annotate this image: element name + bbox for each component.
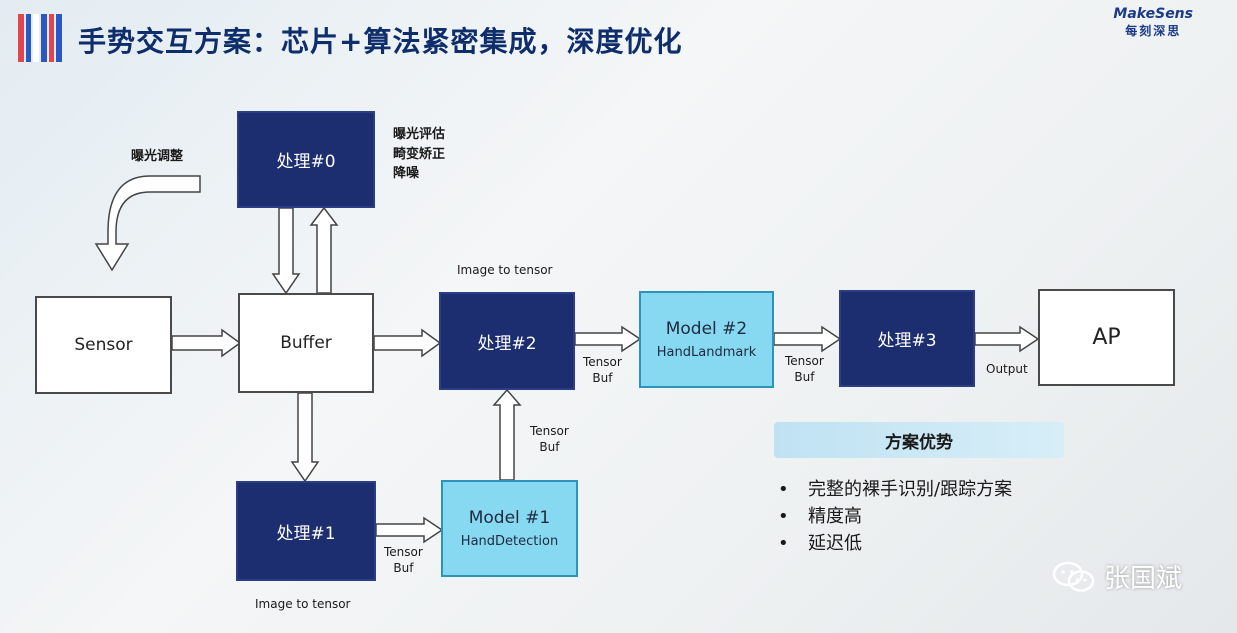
advantage-item: 完整的裸手识别/跟踪方案 (778, 476, 1012, 503)
arrow-sensor-to-buffer (171, 328, 242, 358)
buf-text: Buf (592, 371, 613, 386)
buffer-label: Buffer (280, 333, 332, 353)
exposure-adjust-label: 曝光调整 (131, 149, 184, 164)
proc0-label: 处理#0 (276, 152, 336, 172)
model2-title: Model #2 (665, 319, 748, 339)
proc2-label: 处理#2 (477, 333, 537, 354)
stripe (25, 14, 32, 62)
model2-subtitle: HandLandmark (656, 345, 757, 360)
image-to-tensor-bottom-label: Image to tensor (255, 597, 351, 611)
output-label: Output (986, 362, 1028, 376)
stripe (41, 14, 47, 62)
proc1-label: 处理#1 (276, 523, 336, 544)
watermark: 张国斌 (1052, 558, 1182, 595)
proc3-label: 处理#3 (877, 331, 937, 351)
tensor-buf-label-model2-proc3: Tensor Buf (785, 353, 824, 385)
arrow-proc2-to-model2 (574, 325, 642, 353)
sensor-box: Sensor (35, 296, 172, 394)
model2-box: Model #2 HandLandmark (639, 291, 774, 388)
logo-stripes (18, 14, 63, 62)
arrow-proc1-to-model1 (375, 516, 444, 544)
arrow-buffer-to-proc2 (373, 328, 442, 358)
proc0-note: 曝光评估 (393, 127, 446, 142)
tensor-text: Tensor (583, 355, 622, 369)
buf-text: Buf (794, 370, 815, 385)
proc0-notes: 曝光评估 畸变矫正 降噪 (393, 125, 445, 184)
proc0-note: 畸变矫正 (393, 146, 446, 162)
proc1-box: 处理#1 (236, 481, 376, 581)
exposure-feedback-arrow (94, 175, 201, 272)
brand-name-cn: 每刻深思 (1125, 24, 1182, 38)
image-to-tensor-top-label: Image to tensor (457, 263, 553, 277)
advantage-item: 延迟低 (778, 530, 1012, 557)
stripe (48, 14, 55, 62)
stripe (33, 14, 40, 62)
model1-box: Model #1 HandDetection (441, 480, 578, 577)
slide-title: 手势交互方案：芯片+算法紧密集成，深度优化 (78, 25, 683, 58)
wechat-icon (1052, 561, 1095, 592)
tensor-text: Tensor (530, 424, 569, 438)
arrow-model1-to-proc2 (492, 388, 522, 481)
sensor-label: Sensor (74, 335, 133, 355)
tensor-buf-label-proc2-model2: Tensor Buf (583, 354, 622, 386)
brand-name-en: MakeSens (1113, 6, 1193, 22)
buffer-box: Buffer (238, 293, 374, 393)
ap-label: AP (1092, 325, 1121, 350)
proc3-box: 处理#3 (839, 290, 975, 387)
arrow-buffer-to-proc1 (290, 392, 320, 483)
tensor-text: Tensor (785, 354, 824, 368)
tensor-text: Tensor (384, 545, 423, 559)
proc0-box: 处理#0 (237, 111, 375, 208)
proc0-note: 降噪 (393, 166, 420, 181)
arrow-proc0-to-buffer (271, 207, 301, 295)
watermark-text: 张国斌 (1104, 564, 1183, 594)
tensor-buf-label-model1-proc2: Tensor Buf (530, 423, 569, 455)
model1-subtitle: HandDetection (460, 534, 559, 549)
proc2-box: 处理#2 (439, 292, 575, 390)
advantages-heading: 方案优势 (774, 422, 1064, 458)
ap-box: AP (1038, 289, 1175, 386)
brand-logo: MakeSens 每刻深思 (1113, 6, 1193, 39)
buf-text: Buf (393, 561, 414, 576)
stripe (56, 14, 63, 62)
buf-text: Buf (539, 440, 560, 455)
model1-title: Model #1 (468, 508, 551, 528)
stripe (18, 14, 24, 62)
arrow-model2-to-proc3 (773, 325, 842, 353)
arrow-proc3-to-ap (974, 325, 1040, 353)
tensor-buf-label-proc1-model1: Tensor Buf (384, 544, 423, 576)
advantages-list: 完整的裸手识别/跟踪方案 精度高 延迟低 (778, 476, 1012, 557)
advantage-item: 精度高 (778, 503, 1012, 530)
arrow-buffer-to-proc0 (309, 206, 339, 294)
